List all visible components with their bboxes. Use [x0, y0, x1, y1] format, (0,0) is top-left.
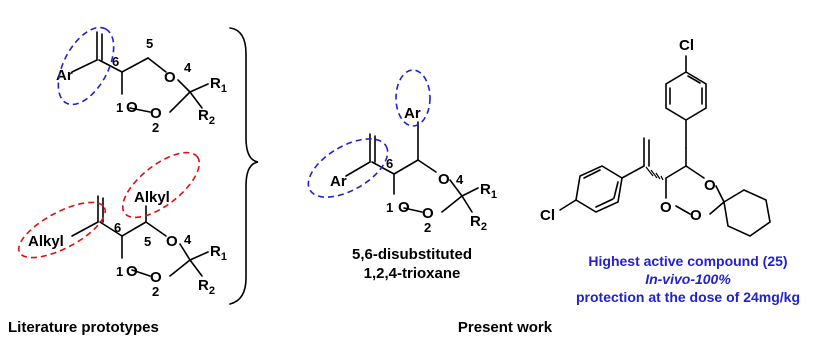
bond	[461, 187, 479, 197]
bond	[169, 259, 191, 277]
ring-number-1: 1	[116, 264, 123, 279]
bond	[177, 79, 191, 93]
oxygen-1: O	[660, 199, 672, 216]
ring-number-4: 4	[184, 60, 192, 75]
oxygen-4: O	[704, 177, 716, 194]
oxygen-2: O	[690, 207, 702, 224]
chlorine-left-label: Cl	[540, 207, 555, 224]
phenyl-ring-top	[665, 71, 707, 121]
bond	[129, 107, 151, 113]
ar-label: Ar	[56, 67, 73, 84]
grouping-brace	[229, 27, 259, 305]
bond	[621, 165, 645, 179]
alkyl-top-label: Alkyl	[134, 189, 170, 206]
ring-number-5: 5	[146, 36, 153, 51]
bond	[393, 159, 419, 175]
r2-label: R2	[198, 277, 215, 297]
bond	[145, 221, 167, 237]
bond	[99, 221, 123, 237]
ring-number-4: 4	[456, 172, 464, 187]
bond	[687, 75, 701, 84]
bond	[71, 221, 99, 237]
bond	[98, 59, 123, 73]
ring-number-2: 2	[152, 284, 159, 299]
r1-label: R1	[480, 181, 497, 201]
r2-label: R2	[198, 107, 215, 127]
present-work-caption: Present work	[458, 319, 553, 336]
blue-highlight-ellipse-top	[395, 69, 431, 127]
r1-label: R1	[210, 75, 227, 95]
ring-number-4: 4	[184, 232, 192, 247]
ring-number-6: 6	[114, 220, 121, 235]
oxygen-2: O	[150, 105, 162, 122]
ring-number-2: 2	[152, 120, 159, 135]
r2-label: R2	[470, 213, 487, 233]
bond	[179, 243, 191, 261]
compound-class-line1: 5,6-disubstituted	[352, 246, 472, 263]
oxygen-1: O	[126, 99, 138, 116]
bond	[449, 179, 463, 197]
top-left-trioxane: Ar 6 5 O 4 1 O O 2 R1 R2	[56, 26, 227, 135]
bond	[169, 91, 191, 113]
oxygen-2: O	[422, 205, 434, 222]
bond	[189, 259, 203, 277]
literature-prototypes-caption: Literature prototypes	[8, 319, 159, 336]
ring-number-1: 1	[386, 200, 393, 215]
oxygen-4: O	[164, 69, 176, 86]
bond	[583, 169, 601, 179]
highlight-line2: In-vivo-100%	[645, 271, 731, 287]
ring-number-6: 6	[112, 54, 119, 69]
oxygen-1: O	[126, 263, 138, 280]
bond	[121, 57, 149, 73]
chlorine-top-label: Cl	[679, 37, 694, 54]
bond	[675, 205, 691, 215]
cyclohexane-ring	[723, 189, 771, 237]
red-highlight-ellipse-left	[17, 201, 107, 259]
ring-number-1: 1	[116, 100, 123, 115]
bond	[403, 207, 423, 213]
bond	[665, 165, 687, 179]
bond	[71, 59, 98, 73]
bond	[417, 159, 437, 173]
compound-25-structure: Cl Cl O O O	[540, 37, 800, 305]
bond	[461, 195, 473, 213]
oxygen-2: O	[150, 269, 162, 286]
bond	[189, 251, 209, 261]
compound-class-line2: 1,2,4-trioxane	[364, 265, 461, 282]
bond	[147, 57, 167, 73]
bond	[345, 161, 371, 177]
hashed-bond	[645, 166, 664, 181]
bond	[613, 181, 619, 199]
ring-number-2: 2	[424, 220, 431, 235]
oxygen-4: O	[438, 171, 450, 188]
bond	[189, 83, 209, 93]
bottom-left-trioxane: Alkyl Alkyl 6 5 O 4 1 O O 2 R1 R2	[17, 151, 227, 299]
r1-label: R1	[210, 243, 227, 263]
bond	[715, 185, 725, 203]
middle-trioxane: Ar Ar 6 O 4 1 O O 2 R1 R2 5,6-disubstitu…	[307, 69, 497, 282]
oxygen-1: O	[398, 199, 410, 216]
ring-number-6: 6	[386, 156, 393, 171]
blue-highlight-ellipse	[57, 26, 115, 106]
alkyl-left-label: Alkyl	[28, 233, 64, 250]
highlight-line3: protection at the dose of 24mg/kg	[576, 289, 800, 305]
bond	[189, 91, 203, 109]
bond	[685, 165, 705, 179]
bond	[371, 161, 395, 175]
oxygen-4: O	[166, 233, 178, 250]
ar-left-label: Ar	[330, 173, 347, 190]
highlight-line1: Highest active compound (25)	[588, 253, 787, 269]
bond	[709, 201, 725, 215]
bond	[595, 198, 614, 208]
ring-number-5: 5	[144, 234, 151, 249]
bond	[121, 221, 147, 237]
ar-top-label: Ar	[404, 105, 421, 122]
blue-highlight-ellipse-left	[307, 138, 389, 198]
red-highlight-ellipse-top	[121, 151, 201, 219]
bond	[441, 195, 463, 213]
bond	[559, 199, 577, 211]
bond	[131, 269, 151, 277]
